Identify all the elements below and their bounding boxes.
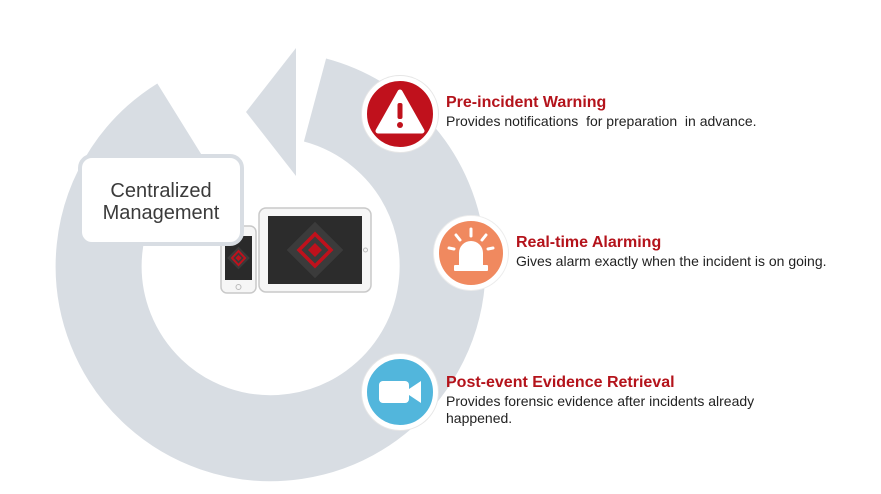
central-management-label: Centralized Management (94, 180, 228, 224)
item-post-event-evidence-retrieval: Post-event Evidence Retrieval Provides f… (446, 374, 802, 427)
warning-icon (375, 89, 425, 134)
tablet-logo-icon (296, 231, 334, 269)
siren-icon (447, 227, 495, 271)
item-description: Provides forensic evidence after inciden… (446, 393, 755, 426)
siren-badge (434, 216, 508, 290)
cycle-arrow-head (246, 48, 296, 176)
warning-badge (362, 76, 438, 152)
item-title: Post-event Evidence Retrieval (446, 374, 675, 391)
video-camera-icon (379, 381, 421, 403)
item-pre-incident-warning: Pre-incident Warning Provides notificati… (446, 94, 866, 130)
item-description: Gives alarm exactly when the incident is… (516, 253, 827, 269)
central-label-line1: Centralized (110, 180, 212, 202)
tablet-device (258, 207, 372, 293)
item-description: Provides notifications for preparation i… (446, 113, 757, 129)
item-title: Real-time Alarming (516, 234, 662, 251)
central-management-box (78, 154, 244, 246)
item-title: Pre-incident Warning (446, 94, 607, 111)
phone-logo-icon (230, 249, 247, 267)
camera-badge (362, 354, 438, 430)
central-label-line2: Management (102, 202, 220, 224)
item-real-time-alarming: Real-time Alarming Gives alarm exactly w… (516, 234, 828, 270)
